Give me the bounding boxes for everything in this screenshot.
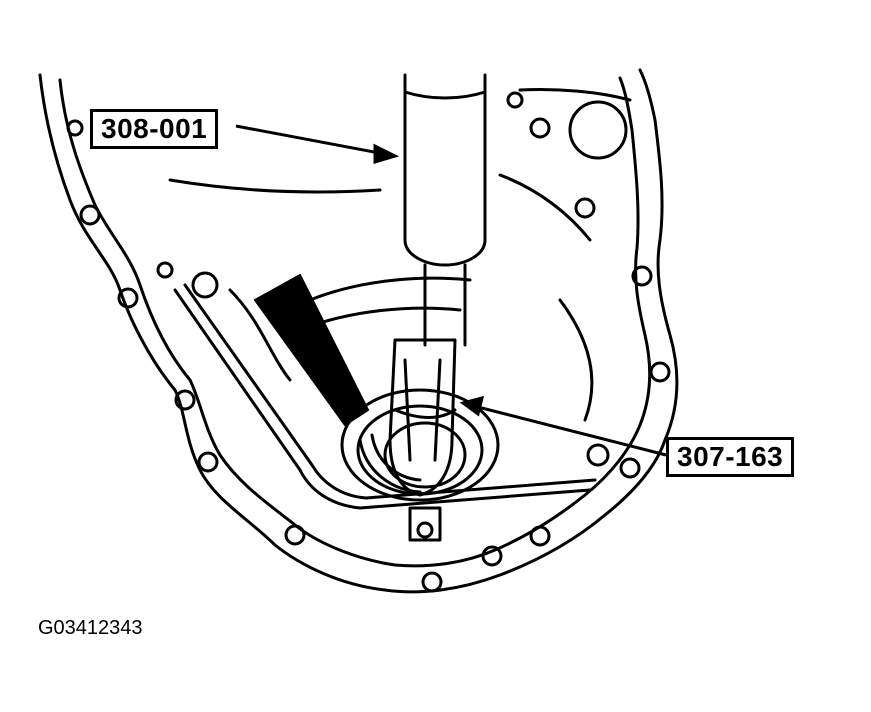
rail-bolt xyxy=(586,443,610,467)
direction-arrow xyxy=(253,273,370,427)
internal-rib xyxy=(168,178,382,194)
handle-tool-shaft xyxy=(423,263,467,347)
callout-tool-307-163: 307-163 xyxy=(666,437,795,477)
upper-cavity xyxy=(568,100,628,160)
seal-bore-inner xyxy=(383,421,467,489)
shift-rail xyxy=(183,283,597,500)
flange-bolt-holes xyxy=(66,91,671,593)
leader-line-308 xyxy=(235,124,391,157)
upper-rib xyxy=(518,87,632,102)
leader-arrowhead-308 xyxy=(373,143,400,165)
seal-ring xyxy=(370,433,422,482)
leader-line-307 xyxy=(469,403,667,457)
seal-bore-outer xyxy=(340,388,500,502)
rail-bracket xyxy=(408,506,442,542)
internal-rib xyxy=(558,298,594,422)
case-inner-outline xyxy=(58,76,652,568)
handle-tool xyxy=(403,73,487,267)
internal-rib xyxy=(498,173,592,242)
rail-bolt xyxy=(416,521,434,539)
handle-tool-ring xyxy=(403,90,487,100)
installer-tool xyxy=(388,338,457,497)
installer-tool-slot xyxy=(403,358,442,462)
leader-arrowhead-307 xyxy=(459,395,485,417)
callout-tool-308-001: 308-001 xyxy=(90,109,219,149)
figure-id-label: G03412343 xyxy=(38,617,143,639)
internal-rib xyxy=(228,288,292,382)
rail-bolt xyxy=(191,271,219,299)
installer-tool-fork xyxy=(393,408,457,419)
internal-rib xyxy=(308,276,472,302)
case-flange-outline xyxy=(38,68,679,594)
shift-rail xyxy=(173,288,592,510)
